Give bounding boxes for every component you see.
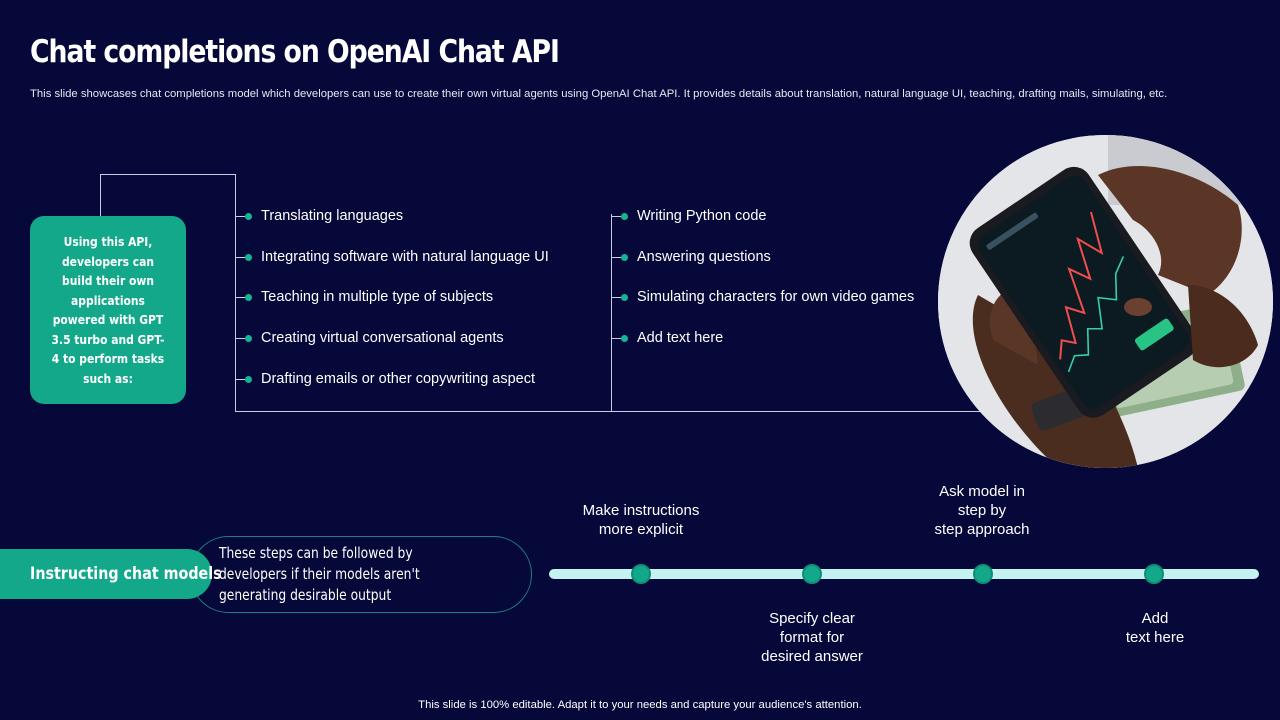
timeline-node bbox=[1144, 564, 1164, 584]
step-add-text: Add text here bbox=[1075, 609, 1235, 647]
step-line: format for bbox=[779, 629, 845, 646]
instructing-label: Instructing chat models bbox=[30, 564, 222, 584]
task-label: Teaching in multiple type of subjects bbox=[261, 289, 494, 305]
bullet-dot-icon bbox=[612, 253, 628, 261]
instructing-label-pill: Instructing chat models bbox=[0, 549, 222, 599]
phone-illustration bbox=[938, 135, 1273, 468]
slide-subtitle: This slide showcases chat completions mo… bbox=[30, 88, 1168, 100]
task-item: Simulating characters for own video game… bbox=[612, 289, 915, 305]
step-line: Specify clear bbox=[769, 610, 855, 627]
phone-in-hands-photo bbox=[938, 135, 1273, 468]
bullet-dot-icon bbox=[236, 375, 252, 383]
instructing-description: These steps can be followed by developer… bbox=[219, 544, 420, 604]
bullet-dot-icon bbox=[612, 293, 628, 301]
bullet-dot-icon bbox=[236, 293, 252, 301]
task-label: Simulating characters for own video game… bbox=[637, 289, 915, 305]
bullet-dot-icon bbox=[236, 334, 252, 342]
step-line: step approach bbox=[934, 521, 1030, 538]
timeline-node bbox=[631, 564, 651, 584]
connector-line bbox=[235, 174, 236, 412]
steps-timeline bbox=[549, 569, 1259, 579]
task-label: Answering questions bbox=[637, 249, 771, 265]
step-line: desired answer bbox=[761, 648, 863, 665]
api-description-text: Using this API, developers can build the… bbox=[51, 234, 165, 386]
bullet-dot-icon bbox=[612, 334, 628, 342]
step-line: Add bbox=[1141, 610, 1169, 627]
step-ask-model: Ask model in step by step approach bbox=[902, 482, 1062, 539]
bullet-dot-icon bbox=[236, 253, 252, 261]
step-specify-format: Specify clear format for desired answer bbox=[732, 609, 892, 666]
instructing-description-box: These steps can be followed by developer… bbox=[190, 536, 532, 613]
step-line: step by bbox=[957, 502, 1007, 519]
task-label: Drafting emails or other copywriting asp… bbox=[261, 371, 536, 387]
timeline-node bbox=[802, 564, 822, 584]
task-label: Integrating software with natural langua… bbox=[261, 249, 549, 265]
step-make-instructions: Make instructions more explicit bbox=[561, 501, 721, 539]
slide-title: Chat completions on OpenAI Chat API bbox=[30, 34, 560, 70]
bullet-dot-icon bbox=[612, 212, 628, 220]
slide-footer: This slide is 100% editable. Adapt it to… bbox=[418, 699, 862, 711]
step-line: Ask model in bbox=[939, 483, 1025, 500]
task-item: Teaching in multiple type of subjects bbox=[236, 289, 494, 305]
task-label: Translating languages bbox=[261, 208, 404, 224]
api-description-box: Using this API, developers can build the… bbox=[30, 216, 186, 404]
task-label: Creating virtual conversational agents bbox=[261, 330, 504, 346]
task-item: Answering questions bbox=[612, 249, 771, 265]
task-item: Integrating software with natural langua… bbox=[236, 249, 549, 265]
column-divider bbox=[611, 214, 612, 412]
step-line: text here bbox=[1125, 629, 1185, 646]
connector-line bbox=[235, 411, 985, 412]
step-line: Make instructions bbox=[582, 502, 700, 519]
task-item: Creating virtual conversational agents bbox=[236, 330, 504, 346]
task-item: Drafting emails or other copywriting asp… bbox=[236, 371, 536, 387]
step-line: more explicit bbox=[598, 521, 684, 538]
task-item: Add text here bbox=[612, 330, 724, 346]
task-label: Add text here bbox=[637, 330, 724, 346]
timeline-node bbox=[973, 564, 993, 584]
connector-line bbox=[100, 174, 236, 216]
task-label: Writing Python code bbox=[637, 208, 767, 224]
bullet-dot-icon bbox=[236, 212, 252, 220]
task-item: Translating languages bbox=[236, 208, 404, 224]
task-item: Writing Python code bbox=[612, 208, 767, 224]
